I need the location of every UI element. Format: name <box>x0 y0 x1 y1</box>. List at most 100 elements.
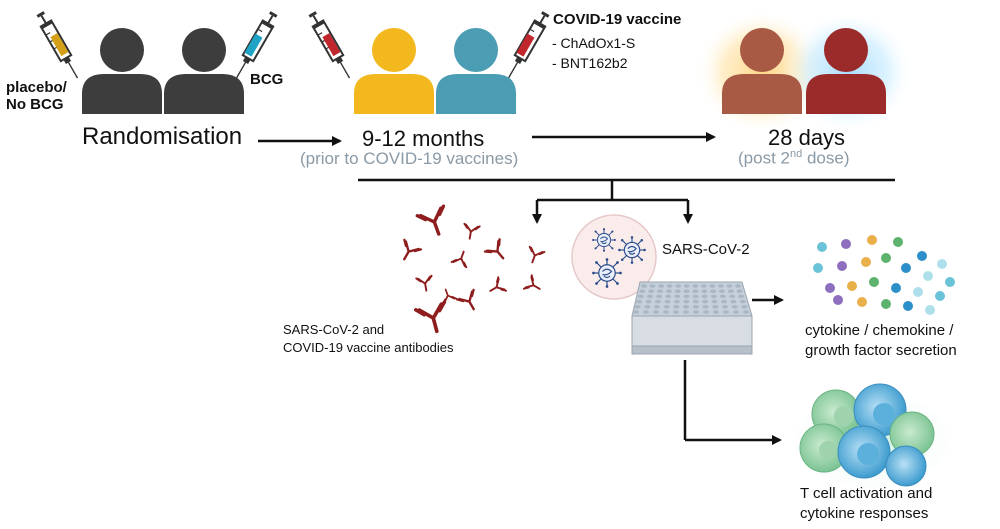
antibody-icon <box>524 245 546 266</box>
plate-well <box>639 289 646 294</box>
plate-well <box>739 299 746 304</box>
t-cell-nucleus <box>834 406 854 426</box>
cytokine-dot-cluster <box>813 235 955 315</box>
plate-well <box>636 299 643 304</box>
timepoint2-title: 28 days <box>768 125 846 150</box>
plate-well <box>643 310 649 314</box>
plate-well <box>692 289 699 294</box>
antibody-icon <box>483 238 512 266</box>
plate-well <box>666 284 673 288</box>
plate-well <box>653 310 659 314</box>
plate-well <box>731 305 738 309</box>
plate-well <box>664 299 671 304</box>
plate-well <box>683 310 689 314</box>
vaccine-title: COVID-19 vaccine <box>553 11 682 28</box>
plate-well <box>700 284 707 288</box>
plate-well <box>723 310 729 314</box>
plate-well <box>654 305 660 309</box>
plate-well <box>646 294 653 299</box>
plate-well <box>645 299 652 304</box>
virus-icon <box>592 228 616 252</box>
timepoint1-title: 9-12 months <box>362 126 485 151</box>
antibody-icon <box>450 248 472 269</box>
plate-well <box>649 284 656 288</box>
plate-well <box>663 310 669 314</box>
plate-well <box>658 284 665 288</box>
plate-well <box>656 294 663 299</box>
cytokine-dot <box>945 277 955 287</box>
t-cell-cluster <box>780 382 964 498</box>
plate-well <box>673 305 680 309</box>
plate-well <box>710 294 717 299</box>
antibody-icon <box>415 274 435 293</box>
plate-well <box>719 294 726 299</box>
antibody-icon <box>438 286 458 305</box>
plate-well <box>655 299 661 304</box>
cytokine-dot <box>881 253 891 263</box>
plate-well <box>710 289 717 294</box>
plate-well <box>722 305 728 309</box>
cytokine-dot <box>841 239 851 249</box>
cytokine-dot <box>893 237 903 247</box>
plate-well <box>730 299 737 304</box>
plate-well <box>633 310 639 314</box>
plate-well <box>644 305 651 309</box>
t-cell-nucleus <box>819 441 837 459</box>
plate-well <box>663 305 670 309</box>
plate-well <box>717 284 724 288</box>
plate-well <box>721 299 727 304</box>
cytokine-dot <box>925 305 935 315</box>
cytokine-label: cytokine / chemokine / growth factor sec… <box>805 322 957 360</box>
antibody-icon <box>522 274 545 297</box>
plate-well <box>729 294 736 299</box>
cytokine-dot <box>825 283 835 293</box>
virus-bubble <box>571 214 657 300</box>
plate-well <box>683 284 690 288</box>
plate-well <box>637 294 644 299</box>
plate-well <box>692 294 699 299</box>
plate-well <box>692 284 699 288</box>
plate-well <box>726 284 733 288</box>
antibody-icon <box>461 222 481 241</box>
plate-well <box>683 299 690 304</box>
plate-well <box>741 305 748 309</box>
cytokine-dot <box>847 281 857 291</box>
cytokine-dot <box>913 287 923 297</box>
cytokine-dot <box>817 242 827 252</box>
randomisation-label: Randomisation <box>82 123 243 150</box>
plate-well <box>711 299 718 304</box>
plate-well <box>735 284 741 288</box>
plate-well <box>733 310 739 314</box>
plate-well <box>693 310 699 314</box>
plate-well <box>683 289 690 294</box>
plate-well <box>718 289 725 294</box>
cytokine-dot <box>861 257 871 267</box>
bcg-label: BCG <box>250 71 284 88</box>
placebo-label: placebo/ No BCG <box>6 79 67 113</box>
cytokine-dot <box>867 235 877 245</box>
cytokine-dot <box>891 283 901 293</box>
plate-well <box>709 284 716 288</box>
antibodies-label: SARS-CoV-2 and COVID-19 vaccine antibodi… <box>283 322 454 355</box>
syringe-placebo-fluid <box>50 33 69 57</box>
t-cell-nucleus <box>873 403 895 425</box>
timepoint1-note: (prior to COVID-19 vaccines) <box>300 149 519 168</box>
plate-well <box>683 294 690 299</box>
plate-well <box>727 289 734 294</box>
plate-well <box>675 284 682 288</box>
cytokine-dot <box>901 263 911 273</box>
vaccine-item-2: - BNT162b2 <box>552 55 628 71</box>
plate-well <box>683 305 690 309</box>
plate-well <box>738 294 745 299</box>
cytokine-dot <box>857 297 867 307</box>
plate-well <box>712 305 719 309</box>
plate-well <box>648 289 655 294</box>
cytokine-dot <box>917 251 927 261</box>
tcell-label: T cell activation and cytokine responses <box>800 485 933 523</box>
cytokine-dot <box>923 271 933 281</box>
vaccine-item-1: - ChAdOx1-S <box>552 35 636 51</box>
virus-icon <box>618 236 646 264</box>
cytokine-dot <box>813 263 823 273</box>
